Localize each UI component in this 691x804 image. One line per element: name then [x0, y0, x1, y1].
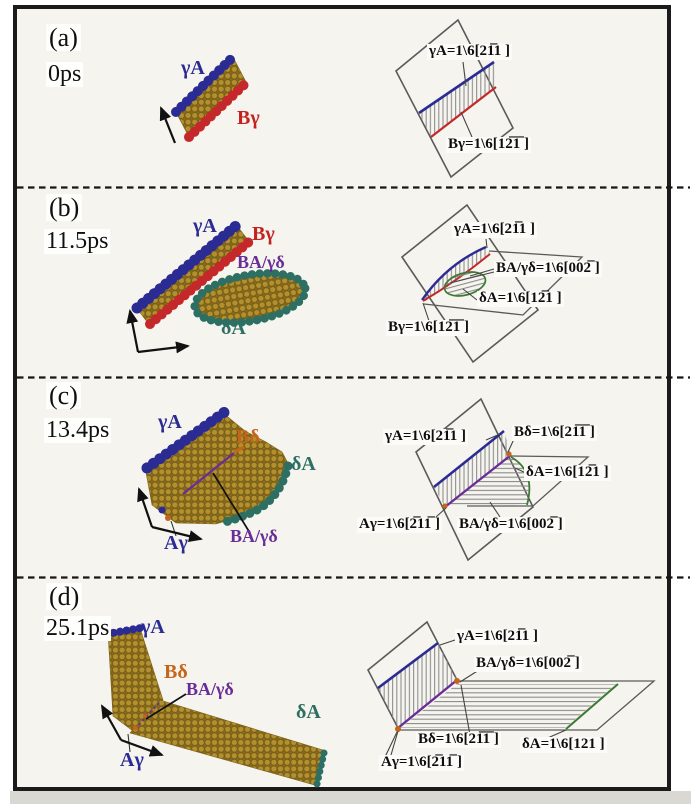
panel-c-formula-b-delta: Bδ=1\6[21̅1̅ ]: [512, 424, 597, 441]
second-plane-hatch: [400, 684, 616, 728]
gamma-a-line: [418, 60, 495, 115]
panel-c-atom-snapshot: [137, 405, 293, 542]
panel-c-formula-a-gamma: Aγ=1\6[2̅11̅ ]: [357, 516, 442, 533]
panel-c-formula-delta-a: δA=1\6[12̅1 ]: [524, 464, 611, 481]
delta-a-line: [565, 683, 619, 730]
faulted-band-hatch: [434, 431, 511, 507]
panel-c-atom-label-delta-a: δA: [291, 453, 316, 475]
ba-gd-line: [444, 454, 512, 508]
panel-d-atom-snapshot: [101, 624, 328, 788]
panel-c-schematic: [415, 397, 590, 562]
panel-d-formula-gamma-a: γA=1\6[21̅1 ]: [455, 628, 540, 645]
gamma-a-line: [433, 430, 505, 488]
panel-a-atom-label-gamma-a: γA: [181, 57, 205, 79]
direction-arrow: [151, 525, 203, 542]
gamma-a-line: [377, 641, 439, 690]
panel-c-formula-ba-gd: BA/γδ=1\6[002̅ ]: [457, 516, 565, 533]
ba-gd-junction: [134, 700, 162, 730]
panel-a-schematic: [394, 18, 515, 179]
faulted-band-hatch: [422, 247, 490, 302]
panel-d-tag: (d): [46, 583, 83, 610]
panel-b-atom-label-ba-gd: BA/γδ: [237, 252, 285, 272]
gamma-a-line: [421, 245, 487, 301]
partial-row-gamma-a: [131, 219, 243, 314]
panel-d-formula-ba-gd: BA/γδ=1\6[002̅ ]: [474, 655, 582, 672]
b-gamma-line: [430, 86, 497, 138]
second-plane-outline: [398, 680, 656, 731]
panel-b-formula-b-gamma: Bγ=1\6[12̅1̅ ]: [386, 319, 471, 336]
partial-row-b-gamma: [184, 77, 252, 142]
panel-a-time: 0ps: [46, 61, 84, 88]
partial-row-gamma-a: [171, 52, 238, 117]
panel-b-atom-label-b-gamma: Bγ: [252, 223, 275, 245]
panel-d-atom-label-gamma-a: γA: [141, 616, 165, 638]
panel-a-formula-b-gamma: Bγ=1\6[12̅1̅ ]: [446, 136, 531, 153]
glide-plane-outline: [394, 18, 515, 179]
partial-row-gamma-a: [141, 405, 232, 474]
panel-b-formula-gamma-a: γA=1\6[21̅1 ]: [452, 221, 537, 238]
second-plane-outline: [467, 455, 590, 507]
panel-d-atom-label-a-gamma: Aγ: [120, 749, 144, 771]
delta-a-loop: [443, 271, 487, 297]
panel-d-time: 25.1ps: [44, 615, 112, 642]
panel-b-tag: (b): [46, 194, 83, 221]
partial-row-b-gamma: [145, 236, 255, 329]
direction-arrow: [101, 704, 122, 741]
b-delta-segment: [233, 445, 245, 454]
direction-arrow: [120, 738, 164, 757]
panel-c-time: 13.4ps: [44, 417, 112, 444]
panel-d-schematic: [366, 620, 656, 758]
panel-c-atom-label-b-delta: Bδ: [236, 426, 260, 448]
b-delta-line: [397, 679, 458, 729]
panel-c-tag: (c): [46, 382, 81, 409]
panel-b-formula-delta-a: δA=1\6[12̅1 ]: [477, 290, 564, 307]
panel-a-atom-label-b-gamma: Bγ: [237, 107, 260, 129]
panel-b-atom-label-delta-a: δA: [221, 317, 246, 339]
label-leader: [212, 472, 251, 534]
direction-arrow: [159, 106, 177, 144]
second-plane-outline: [423, 250, 584, 316]
panel-d-atom-label-delta-a: δA: [296, 701, 321, 723]
direction-arrow: [126, 309, 140, 353]
panel-d-formula-a-gamma: Aγ=1\6[2̅11̅ ]: [379, 754, 464, 771]
panel-a-formula-gamma-a: γA=1\6[21̅1 ]: [427, 43, 512, 60]
panel-c-atom-label-gamma-a: γA: [158, 411, 182, 433]
panel-d-atom-label-b-delta: Bδ: [164, 661, 188, 683]
panel-b-time: 11.5ps: [44, 228, 111, 255]
partial-row-delta-a: [313, 749, 328, 788]
panel-d-formula-b-delta: Bδ=1\6[21̅1̅ ]: [416, 731, 501, 748]
label-leader: [145, 693, 187, 720]
panel-b-atom-snapshot: [126, 219, 310, 354]
panel-a-atom-snapshot: [159, 52, 252, 144]
panel-c-atom-label-ba-gd: BA/γδ: [230, 526, 278, 546]
panel-c-formula-gamma-a: γA=1\6[21̅1 ]: [383, 428, 468, 445]
partial-rim-delta-a: [216, 461, 293, 528]
direction-arrow: [137, 341, 190, 354]
faulted-band-hatch: [419, 62, 496, 137]
panel-b-formula-ba-gd: BA/γδ=1\6[002̅ ]: [494, 260, 602, 277]
panel-b-atom-label-gamma-a: γA: [193, 215, 217, 237]
direction-arrow: [137, 487, 154, 528]
partial-rim-delta-a: [190, 269, 310, 327]
faulted-band-hatch: [378, 643, 457, 728]
partial-row-gamma-a: [103, 624, 145, 638]
panel-d-formula-delta-a: δA=1\6[121 ]: [520, 736, 607, 753]
panel-d-atom-label-ba-gd: BA/γδ: [186, 679, 234, 699]
panel-c-atom-label-a-gamma: Aγ: [164, 532, 188, 554]
second-plane-hatch: [446, 456, 530, 507]
ba-gd-line: [182, 452, 235, 495]
panel-a-tag: (a): [46, 24, 81, 51]
